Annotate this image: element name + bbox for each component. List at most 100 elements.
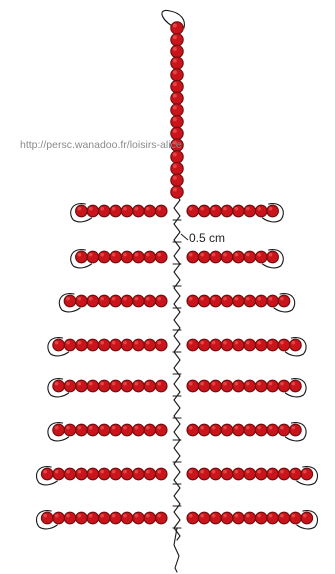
branch-4-left-bead: [76, 339, 88, 351]
branch-4-left-bead: [64, 339, 76, 351]
branch-8-right-bead: [290, 512, 302, 524]
branch-7-right-bead: [221, 468, 233, 480]
source-url-text: http://persc.wanadoo.fr/loisirs-alice: [20, 139, 182, 151]
branch-2-left-bead: [133, 251, 145, 263]
branch-6-right-bead: [278, 424, 290, 436]
branch-3-right-bead: [221, 295, 233, 307]
branch-7-left-bead: [98, 468, 110, 480]
branch-8-left-bead: [110, 512, 122, 524]
branch-7-left-bead: [144, 468, 156, 480]
branch-5-right-bead: [221, 380, 233, 392]
branch-2-right-bead: [198, 251, 210, 263]
branch-3-right-bead: [255, 295, 267, 307]
branch-6-right-bead: [210, 424, 222, 436]
branch-5-right-bead: [233, 380, 245, 392]
branch-7-right-bead: [255, 468, 267, 480]
branch-4-left-bead: [110, 339, 122, 351]
branch-2-right-bead: [255, 251, 267, 263]
branch-3-left-bead: [64, 295, 76, 307]
branch-2-left-bead: [76, 251, 88, 263]
branch-5-right-bead: [290, 380, 302, 392]
branch-7-right-bead: [198, 468, 210, 480]
branch-5-left-bead: [155, 380, 167, 392]
branch-4-left-bead: [144, 339, 156, 351]
branch-3-right-bead: [244, 295, 256, 307]
branch-5-right-bead: [255, 380, 267, 392]
branch-4-right-bead: [210, 339, 222, 351]
branch-4-left-bead: [53, 339, 65, 351]
branch-1-right-bead: [244, 205, 256, 217]
branch-7-left-bead: [64, 468, 76, 480]
trunk-bead: [171, 104, 183, 116]
branch-3-right-bead: [233, 295, 245, 307]
branch-8-left-bead: [155, 512, 167, 524]
trunk-bead: [171, 22, 183, 34]
branch-7-left-bead: [121, 468, 133, 480]
branch-5-right-bead: [267, 380, 279, 392]
branch-8-right-bead: [233, 512, 245, 524]
branch-2-left-bead: [155, 251, 167, 263]
branch-3-right-bead: [278, 295, 290, 307]
branch-5-left-bead: [133, 380, 145, 392]
branch-8-right-bead: [187, 512, 199, 524]
branch-3-left-bead: [133, 295, 145, 307]
branch-3-left-bead: [144, 295, 156, 307]
branch-1-right-bead: [187, 205, 199, 217]
branch-2-right-bead: [233, 251, 245, 263]
branch-5-right-bead: [278, 380, 290, 392]
branch-2-left-bead: [98, 251, 110, 263]
branch-7-right-bead: [244, 468, 256, 480]
branch-6-right-bead: [267, 424, 279, 436]
branch-4-left-bead: [155, 339, 167, 351]
branch-3-right-bead: [187, 295, 199, 307]
trunk-bead: [171, 116, 183, 128]
label-layer: http://persc.wanadoo.fr/loisirs-alice 0.…: [20, 139, 225, 245]
branch-8-left-bead: [76, 512, 88, 524]
branch-2-left-bead: [110, 251, 122, 263]
branch-8-right-bead: [267, 512, 279, 524]
branch-7-right-bead: [210, 468, 222, 480]
branch-8-right-bead: [221, 512, 233, 524]
branch-3-right-bead: [267, 295, 279, 307]
branch-5-left-bead: [121, 380, 133, 392]
branch-7-right-bead: [233, 468, 245, 480]
branch-1-right-bead: [210, 205, 222, 217]
measure-label: 0.5 cm: [189, 231, 225, 245]
branch-7-right-bead: [267, 468, 279, 480]
branch-4-right-bead: [233, 339, 245, 351]
branch-8-left-bead: [53, 512, 65, 524]
branch-8-left-bead: [133, 512, 145, 524]
branch-6-left-bead: [133, 424, 145, 436]
branch-8-left-bead: [121, 512, 133, 524]
trunk-bead: [171, 34, 183, 46]
branch-4-right-bead: [221, 339, 233, 351]
branch-7-right-bead: [187, 468, 199, 480]
branch-3-left-bead: [87, 295, 99, 307]
bead-layer: [41, 22, 312, 524]
branch-5-left-bead: [98, 380, 110, 392]
branch-2-right-bead: [244, 251, 256, 263]
branch-7-right-bead: [278, 468, 290, 480]
branch-1-left-bead: [110, 205, 122, 217]
branch-5-right-bead: [210, 380, 222, 392]
trunk-bead: [171, 80, 183, 92]
branch-4-left-bead: [121, 339, 133, 351]
branch-5-left-bead: [53, 380, 65, 392]
branch-6-left-bead: [87, 424, 99, 436]
branch-8-left-bead: [87, 512, 99, 524]
branch-4-right-bead: [267, 339, 279, 351]
branch-2-right-bead: [221, 251, 233, 263]
branch-4-right-bead: [278, 339, 290, 351]
branch-6-right-bead: [244, 424, 256, 436]
branch-2-left-bead: [121, 251, 133, 263]
branch-6-right-bead: [187, 424, 199, 436]
branch-8-right-bead: [255, 512, 267, 524]
branch-1-left-bead: [98, 205, 110, 217]
stem-thread: [174, 196, 180, 540]
trunk-bead: [171, 162, 183, 174]
branch-4-left-bead: [87, 339, 99, 351]
trunk-bead: [171, 69, 183, 81]
branch-6-left-bead: [144, 424, 156, 436]
branch-1-left-bead: [121, 205, 133, 217]
